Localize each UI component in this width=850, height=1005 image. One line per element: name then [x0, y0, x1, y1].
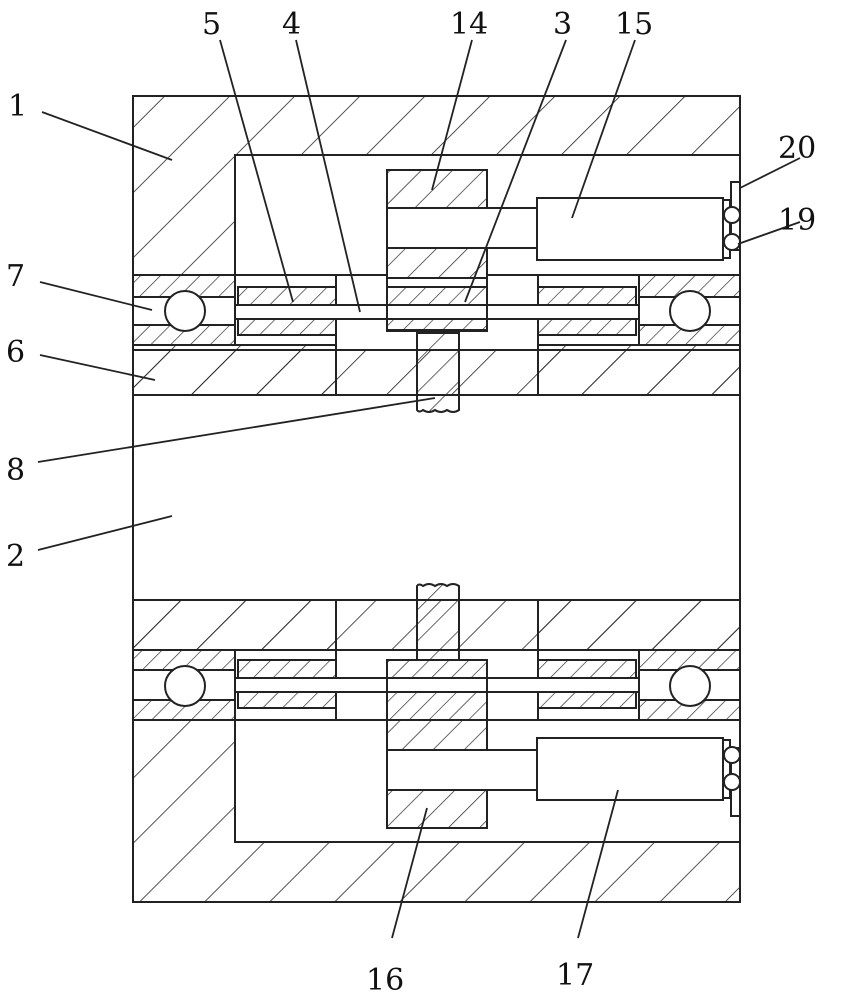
lower-left-sleeve-top	[238, 660, 336, 678]
label-16: 16	[366, 963, 404, 998]
label-14: 14	[450, 7, 488, 42]
upper-gear-14	[387, 170, 487, 208]
lower-left-ball	[165, 666, 205, 706]
lower-motor-17	[537, 738, 723, 800]
label-5: 5	[202, 7, 221, 42]
lower-motor-shaft	[387, 750, 537, 790]
lower-rack	[417, 584, 459, 660]
upper-motor-shaft	[387, 208, 537, 248]
label-4: 4	[282, 7, 301, 42]
label-17: 17	[556, 958, 594, 993]
upper-left-ball	[165, 291, 205, 331]
label-2: 2	[6, 539, 25, 574]
fastener-19-b	[724, 234, 740, 250]
label-7: 7	[6, 259, 25, 294]
upper-left-sleeve-top	[238, 287, 336, 305]
upper-left-sleeve-bottom	[238, 319, 336, 335]
lower-right-ball	[670, 666, 710, 706]
upper-gear-hub-bottom	[387, 319, 487, 331]
label-15: 15	[615, 7, 653, 42]
label-20: 20	[778, 131, 816, 166]
lower-left-sleeve-bottom	[238, 692, 336, 708]
lower-fastener-a	[724, 747, 740, 763]
label-1: 1	[8, 89, 27, 124]
lower-right-sleeve-bottom	[538, 692, 636, 708]
channel-2	[133, 395, 740, 600]
fastener-19-a	[724, 207, 740, 223]
lower-gear-upper-band	[387, 720, 487, 750]
lower-gear-hub-top	[387, 660, 487, 678]
upper-gear-lower-band	[387, 248, 487, 278]
upper-gear-hub-3	[387, 287, 487, 305]
lower-right-sleeve-top	[538, 660, 636, 678]
upper-right-sleeve-top	[538, 287, 636, 305]
upper-right-sleeve-bottom	[538, 319, 636, 335]
lower-fastener-b	[724, 774, 740, 790]
upper-right-ball	[670, 291, 710, 331]
label-19: 19	[778, 203, 816, 238]
label-3: 3	[553, 7, 572, 42]
lower-gear-hub-bottom	[387, 692, 487, 720]
upper-motor-15	[537, 198, 723, 260]
label-6: 6	[6, 335, 25, 370]
lower-gear-16	[387, 790, 487, 828]
label-8: 8	[6, 453, 25, 488]
